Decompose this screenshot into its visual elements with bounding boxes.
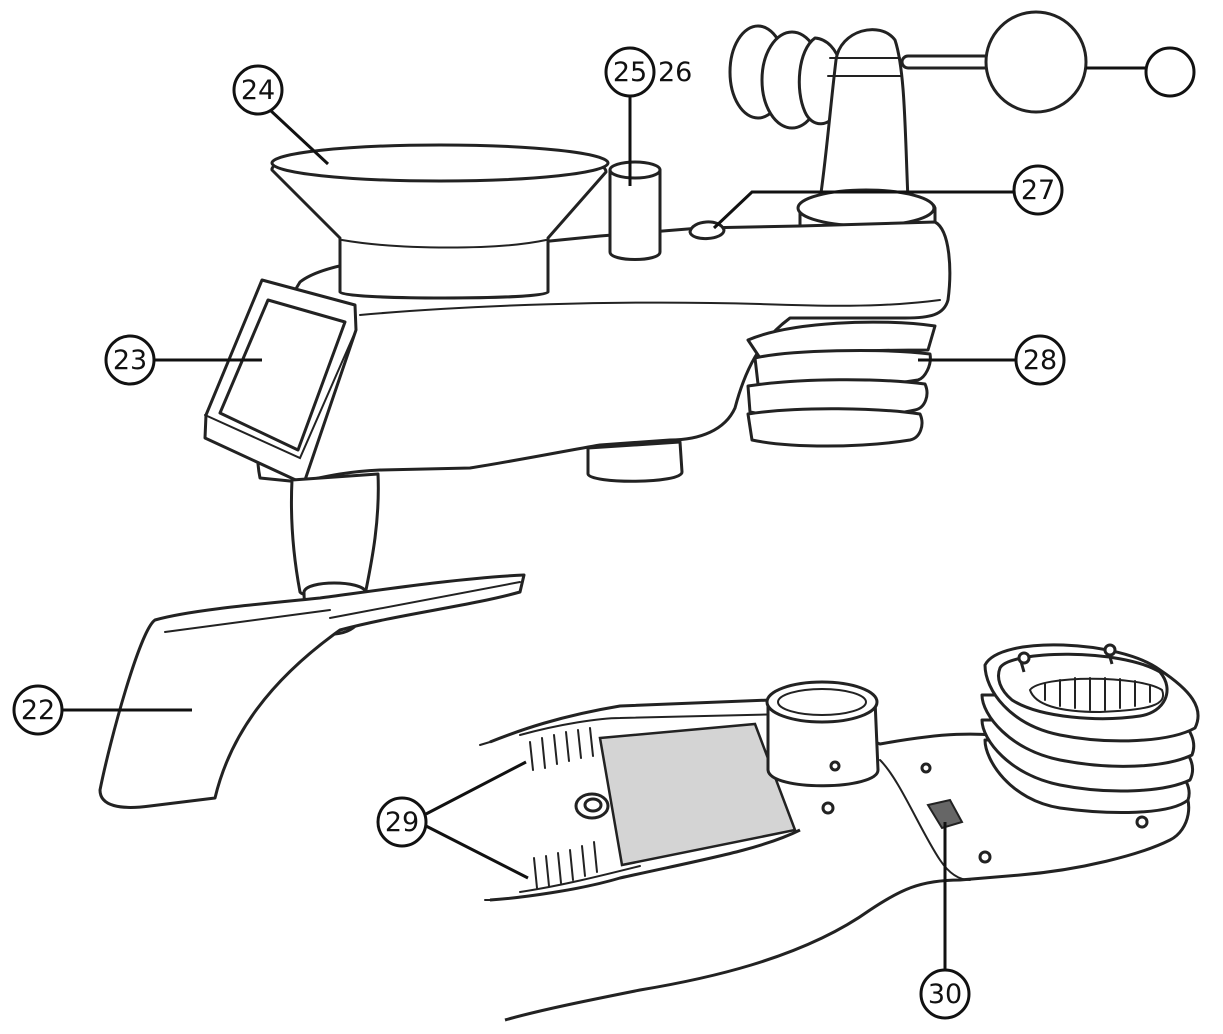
underside-shield (980, 643, 1200, 815)
callout-29-label: 29 (385, 807, 419, 838)
callout-unlabeled (1144, 46, 1196, 98)
sensor-assembled (98, 10, 1196, 809)
callout-24-label: 24 (241, 75, 275, 106)
callout-25 (604, 46, 656, 98)
callout-30 (919, 968, 971, 1020)
callout-27-label: 27 (1021, 175, 1055, 206)
callout-22-label: 22 (21, 695, 55, 726)
callout-28-label: 28 (1023, 345, 1057, 376)
radiation-shield (746, 320, 937, 448)
callout-23-label: 23 (113, 345, 147, 376)
cover-screw (574, 792, 610, 820)
vents-upper (529, 727, 594, 771)
callout-26-label: 26 (658, 57, 692, 88)
wind-cups (728, 24, 845, 130)
anemometer-cup (984, 10, 1088, 114)
underside-cylinder (765, 680, 880, 788)
battery-cover (598, 722, 797, 867)
callout-28 (1014, 334, 1066, 386)
callout-30-label: 30 (928, 979, 962, 1010)
callout-29 (376, 796, 428, 848)
anemometer-tower (818, 28, 910, 202)
mounting-bracket (98, 573, 526, 809)
callout-22 (12, 684, 64, 736)
vents-lower (533, 841, 598, 889)
callout-23 (104, 334, 156, 386)
sensor-underside (479, 643, 1200, 1022)
bubble-level-post (608, 160, 662, 261)
callouts: 24 25 26 27 23 28 22 29 30 (12, 46, 1066, 1020)
callout-27 (1012, 164, 1064, 216)
rain-funnel (270, 143, 610, 300)
reset-switch (926, 798, 964, 830)
callout-25-label: 25 (613, 57, 647, 88)
callout-24 (232, 64, 284, 116)
mount-neck (289, 472, 380, 600)
